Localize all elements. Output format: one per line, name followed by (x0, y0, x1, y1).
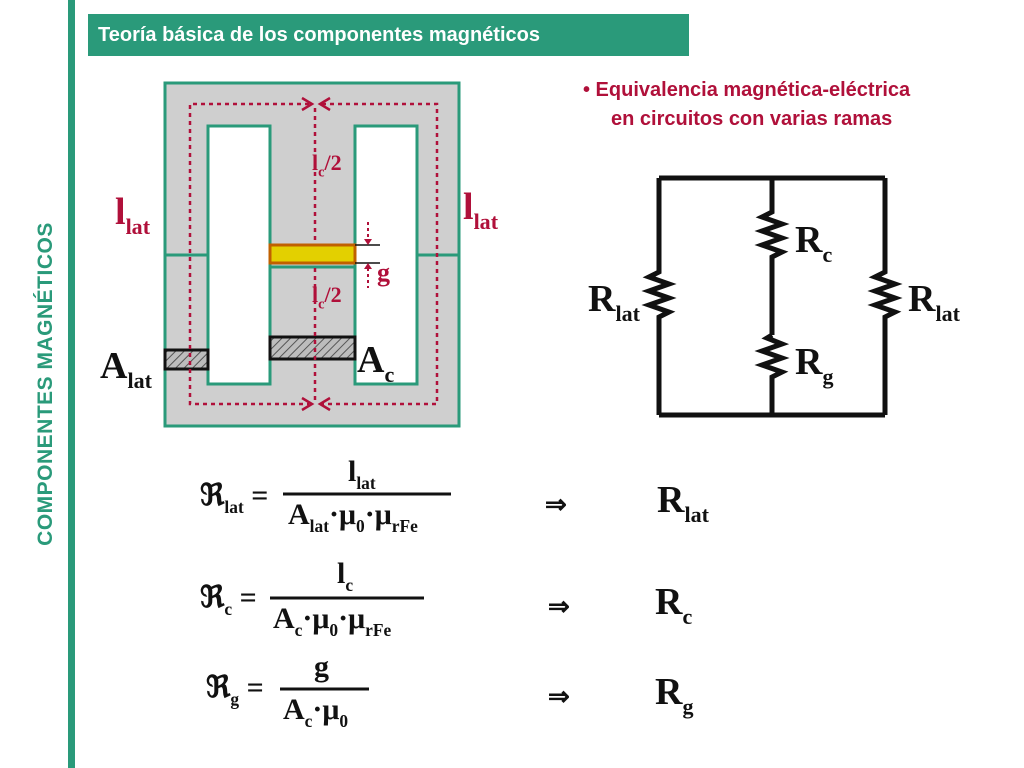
resistor-rlat-right (867, 178, 903, 415)
bullet-text: • Equivalencia magnética-eléctrica en ci… (583, 76, 910, 134)
formula-lat-denominator: Alat·μ0·μrFe (288, 498, 418, 536)
alat-section (163, 348, 210, 371)
formula-lat-lhs: ℜlat = (200, 479, 269, 517)
label-ac: Ac (357, 339, 395, 387)
formula-g-arrow: ⇒ (548, 682, 570, 711)
formula-lat-result: Rlat (657, 479, 709, 527)
label-llat-right: llat (463, 186, 499, 234)
resistor-rg (754, 332, 790, 415)
label-rc: Rc (795, 219, 833, 267)
bullet-line-1: • Equivalencia magnética-eléctrica (583, 79, 911, 101)
air-gap (268, 243, 357, 265)
resistor-rc (754, 178, 790, 335)
resistor-rlat-left (641, 178, 677, 415)
formula-c-denominator: Ac·μ0·μrFe (273, 602, 392, 640)
formula-lat-arrow: ⇒ (545, 490, 567, 519)
ac-section (268, 335, 357, 361)
header-title: Teoría básica de los componentes magnéti… (88, 14, 689, 56)
formula-c-lhs: ℜc = (200, 581, 257, 619)
bullet-line-2: en circuitos con varias ramas (611, 108, 893, 130)
flux-path-left (188, 102, 309, 406)
label-rg: Rg (795, 341, 834, 389)
formula-c-numerator: lc (337, 557, 354, 595)
label-lc-top: lc/2 (312, 150, 342, 181)
label-llat-left: llat (115, 191, 151, 239)
formula-c-arrow: ⇒ (548, 592, 570, 621)
formula-g-denominator: Ac·μ0 (283, 693, 349, 731)
label-alat: Alat (100, 345, 152, 393)
formula-lat-numerator: llat (348, 455, 376, 493)
formula-c-result: Rc (655, 581, 693, 629)
label-gap: g (377, 258, 390, 287)
flux-path-right (322, 102, 439, 406)
side-accent-bar (68, 0, 75, 768)
label-rlat-right: Rlat (908, 278, 960, 326)
formula-g-numerator: g (314, 650, 329, 683)
label-lc-bottom: lc/2 (312, 282, 342, 313)
formula-g-result: Rg (655, 671, 694, 719)
core-window-left (206, 124, 272, 386)
formula-g-lhs: ℜg = (206, 671, 264, 709)
label-rlat-left: Rlat (588, 278, 640, 326)
